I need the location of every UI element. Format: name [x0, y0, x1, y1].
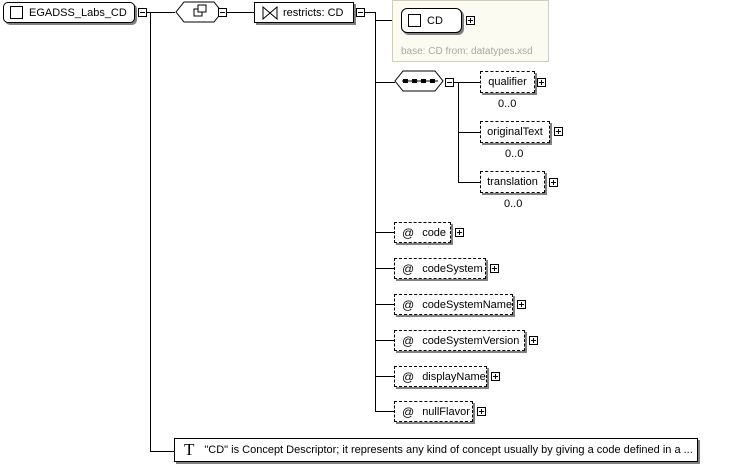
- base-type-label: CD: [427, 14, 443, 27]
- annotation-box[interactable]: T "CD" is Concept Descriptor; it represe…: [174, 438, 698, 462]
- connector-line: [375, 232, 394, 233]
- element-icon: [408, 14, 421, 27]
- connector-line: [225, 12, 255, 13]
- element-translation[interactable]: translation: [480, 171, 545, 193]
- occurrence-label: 0..0: [504, 198, 523, 210]
- connector-line: [375, 376, 394, 377]
- collapse-icon[interactable]: [218, 8, 227, 17]
- expand-icon[interactable]: [477, 407, 486, 416]
- element-icon: [10, 6, 23, 19]
- expand-icon[interactable]: [517, 300, 526, 309]
- element-qualifier[interactable]: qualifier: [480, 71, 535, 93]
- connector-line: [364, 12, 376, 13]
- attribute-label: displayName: [422, 370, 486, 383]
- expand-icon[interactable]: [537, 78, 546, 87]
- choice-icon: [193, 4, 207, 17]
- root-element[interactable]: EGADSS_Labs_CD: [3, 2, 135, 23]
- element-original-text[interactable]: originalText: [480, 121, 550, 143]
- connector-line: [375, 268, 394, 269]
- sequence-icon: [402, 79, 438, 83]
- connector-line: [458, 82, 480, 83]
- expand-icon[interactable]: [490, 264, 499, 273]
- element-label: qualifier: [488, 76, 527, 88]
- connector-line: [458, 182, 480, 183]
- connector-line: [150, 12, 151, 452]
- attribute-label: nullFlavor: [422, 405, 470, 418]
- expand-icon[interactable]: [529, 336, 538, 345]
- attribute-icon: @: [402, 297, 415, 312]
- root-element-label: EGADSS_Labs_CD: [29, 6, 127, 19]
- attribute-code-system-version[interactable]: @ codeSystemVersion: [394, 330, 525, 351]
- attribute-null-flavor[interactable]: @ nullFlavor: [394, 401, 473, 422]
- connector-line: [150, 451, 174, 452]
- collapse-icon[interactable]: [138, 8, 147, 17]
- occurrence-label: 0..0: [505, 148, 524, 160]
- connector-line: [452, 82, 459, 83]
- attribute-label: codeSystemVersion: [422, 334, 520, 347]
- expand-icon[interactable]: [549, 178, 558, 187]
- restriction-icon: [262, 5, 278, 20]
- expand-icon[interactable]: [554, 127, 563, 136]
- choice-compositor[interactable]: [174, 0, 224, 26]
- connector-line: [145, 12, 175, 13]
- restriction-label: restricts: CD: [283, 6, 344, 19]
- sequence-compositor[interactable]: [394, 70, 446, 94]
- attribute-icon: @: [402, 225, 415, 240]
- base-type-element[interactable]: CD: [401, 8, 462, 33]
- connector-line: [375, 304, 394, 305]
- attribute-display-name[interactable]: @ displayName: [394, 366, 487, 387]
- attribute-icon: @: [402, 369, 415, 384]
- element-label: translation: [487, 176, 538, 188]
- connector-line: [375, 82, 395, 83]
- attribute-icon: @: [402, 404, 415, 419]
- collapse-icon[interactable]: [356, 8, 365, 17]
- expand-icon[interactable]: [466, 16, 475, 25]
- annotation-text: "CD" is Concept Descriptor; it represent…: [204, 444, 693, 456]
- attribute-icon: @: [402, 333, 415, 348]
- connector-line: [458, 132, 480, 133]
- annotation-icon: T: [184, 440, 195, 459]
- attribute-label: codeSystemName: [422, 298, 513, 311]
- expand-icon[interactable]: [491, 372, 500, 381]
- attribute-label: code: [422, 226, 447, 239]
- restriction-node[interactable]: restricts: CD: [254, 2, 354, 23]
- connector-line: [375, 12, 376, 412]
- occurrence-label: 0..0: [498, 98, 517, 110]
- base-type-note: base: CD from: datatypes.xsd: [401, 46, 533, 57]
- element-label: originalText: [487, 126, 543, 138]
- attribute-code-system-name[interactable]: @ codeSystemName: [394, 294, 513, 315]
- attribute-code[interactable]: @ code: [394, 222, 451, 243]
- expand-icon[interactable]: [455, 228, 464, 237]
- connector-line: [375, 411, 394, 412]
- connector-line: [375, 20, 401, 21]
- attribute-label: codeSystem: [422, 262, 483, 275]
- attribute-icon: @: [402, 261, 415, 276]
- connector-line: [375, 340, 394, 341]
- attribute-code-system[interactable]: @ codeSystem: [394, 258, 486, 279]
- collapse-icon[interactable]: [445, 78, 454, 87]
